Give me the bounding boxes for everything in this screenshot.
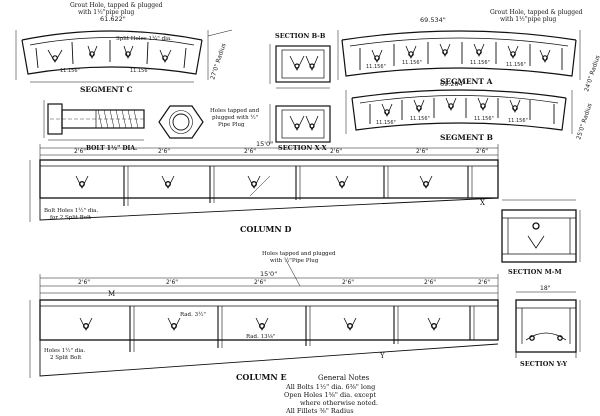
section-y-y-drawing xyxy=(515,291,581,358)
bolt-plugged-note: plugged with ½" xyxy=(212,114,258,121)
segment-b-drawing xyxy=(345,89,573,134)
column-e-rad-b: Rad. 13⅛" xyxy=(246,334,275,340)
column-d-drawing xyxy=(29,144,499,222)
segment-a-dim-1: 11.156" xyxy=(366,64,386,70)
column-e-overall-dim: 15'0" xyxy=(260,270,277,278)
section-b-b-drawing xyxy=(269,44,331,89)
column-d-bolt-note: Bolt Holes 1½" dia. xyxy=(44,207,98,214)
general-notes-heading: General Notes xyxy=(318,374,370,382)
segment-c-drawing xyxy=(15,29,233,83)
segment-b-caption: SEGMENT B xyxy=(440,133,493,142)
segment-b-dim-4: 11.156" xyxy=(508,118,528,124)
column-e-mark-y: Y xyxy=(379,352,385,360)
segment-a-pipe-note: with 1½"pipe plug xyxy=(500,16,556,23)
general-notes-line-3: where otherwise noted. xyxy=(300,399,378,407)
bolt-pipe-note: Pipe Plug xyxy=(218,122,245,128)
segment-c-split-note: Split Holes 1¼" dia. xyxy=(116,35,172,42)
column-e-drawing xyxy=(29,259,499,378)
column-e-rad-a: Rad. 3½" xyxy=(180,311,206,318)
general-notes-line-2: Open Holes 1⅝" dia. except xyxy=(284,391,376,399)
column-d-span-3: 2'6" xyxy=(244,148,256,155)
bolt-drawing xyxy=(43,100,146,141)
segment-c-pipe-note: with 1½"pipe plug xyxy=(78,9,134,16)
column-d-span-1: 2'6" xyxy=(74,148,86,155)
section-b-b-caption: SECTION B-B xyxy=(275,32,326,40)
segment-b-dim-1: 11.156" xyxy=(376,120,396,126)
segment-c-radius: 27'0" Radius xyxy=(209,42,227,80)
column-d-span-6: 2'6" xyxy=(476,148,488,155)
segment-c-dim-2: 11.156" xyxy=(130,68,150,74)
column-e-span-5: 2'6" xyxy=(424,279,436,286)
general-notes-line-1: All Bolts 1½" dia. 6⅜" long xyxy=(285,383,375,391)
section-x-x-drawing xyxy=(269,104,331,144)
segment-c-caption: SEGMENT C xyxy=(80,85,133,94)
column-e-mark-m: M xyxy=(108,290,115,298)
column-e-span-1: 2'6" xyxy=(78,279,90,286)
segment-b-dim-3: 11.156" xyxy=(474,116,494,122)
bolt-caption: BOLT 1½" DIA. xyxy=(86,145,137,152)
section-y-y-top-dim: 18" xyxy=(540,285,551,292)
column-e-span-2: 2'6" xyxy=(166,279,178,286)
bolt-holes-note: Holes tapped and xyxy=(210,108,260,114)
segment-b-top-dim: 69.284" xyxy=(440,80,466,88)
column-e-split-note: 2 Split Bolt xyxy=(50,355,82,361)
segment-c-top-dim: 61.622" xyxy=(100,15,126,23)
segment-b-radius: 25'0" Radius xyxy=(575,102,593,140)
segment-a-caption: SEGMENT A xyxy=(440,77,493,86)
column-d-caption: COLUMN D xyxy=(240,224,291,234)
column-d-span-5: 2'6" xyxy=(416,148,428,155)
segment-b-dim-2: 11.156" xyxy=(410,116,430,122)
section-m-m-caption: SECTION M-M xyxy=(508,268,562,276)
column-e-top-note-2: with ½"Pipe Plug xyxy=(270,257,319,264)
segment-a-dim-2: 11.156" xyxy=(402,60,422,66)
column-e-span-3: 2'6" xyxy=(254,279,266,286)
column-d-span-2: 2'6" xyxy=(158,148,170,155)
column-d-mark-x: X xyxy=(480,199,485,207)
general-notes-line-4: All Fillets ⅜" Radius xyxy=(285,407,354,415)
segment-c-dim-1: 11.156" xyxy=(60,68,80,74)
column-d-span-4: 2'6" xyxy=(330,148,342,155)
segment-a-radius: 24'0" Radius xyxy=(583,54,600,92)
segment-c-grout-note: Grout Hole, tapped & plugged xyxy=(70,2,163,9)
segment-a-drawing xyxy=(337,30,581,80)
nut-drawing xyxy=(158,105,204,139)
column-e-holes-note: Holes 1½" dia. xyxy=(44,347,85,354)
column-e-caption: COLUMN E xyxy=(236,372,287,382)
column-e-top-note: Holes tapped and plugged xyxy=(262,251,336,257)
column-e-span-6: 2'6" xyxy=(478,279,490,286)
segment-a-dim-4: 11.156" xyxy=(506,62,526,68)
segment-a-grout-note: Grout Hole, tapped & plugged xyxy=(490,9,583,16)
column-e-span-4: 2'6" xyxy=(342,279,354,286)
segment-a-top-dim: 69.534" xyxy=(420,16,446,24)
section-m-m-drawing xyxy=(501,199,581,263)
section-y-y-caption: SECTION Y-Y xyxy=(520,360,568,368)
column-d-split-note: for 2 Split Bolt xyxy=(50,215,92,221)
segment-a-dim-3: 11.156" xyxy=(470,60,490,66)
column-d-overall-dim: 15'0" xyxy=(256,140,273,148)
